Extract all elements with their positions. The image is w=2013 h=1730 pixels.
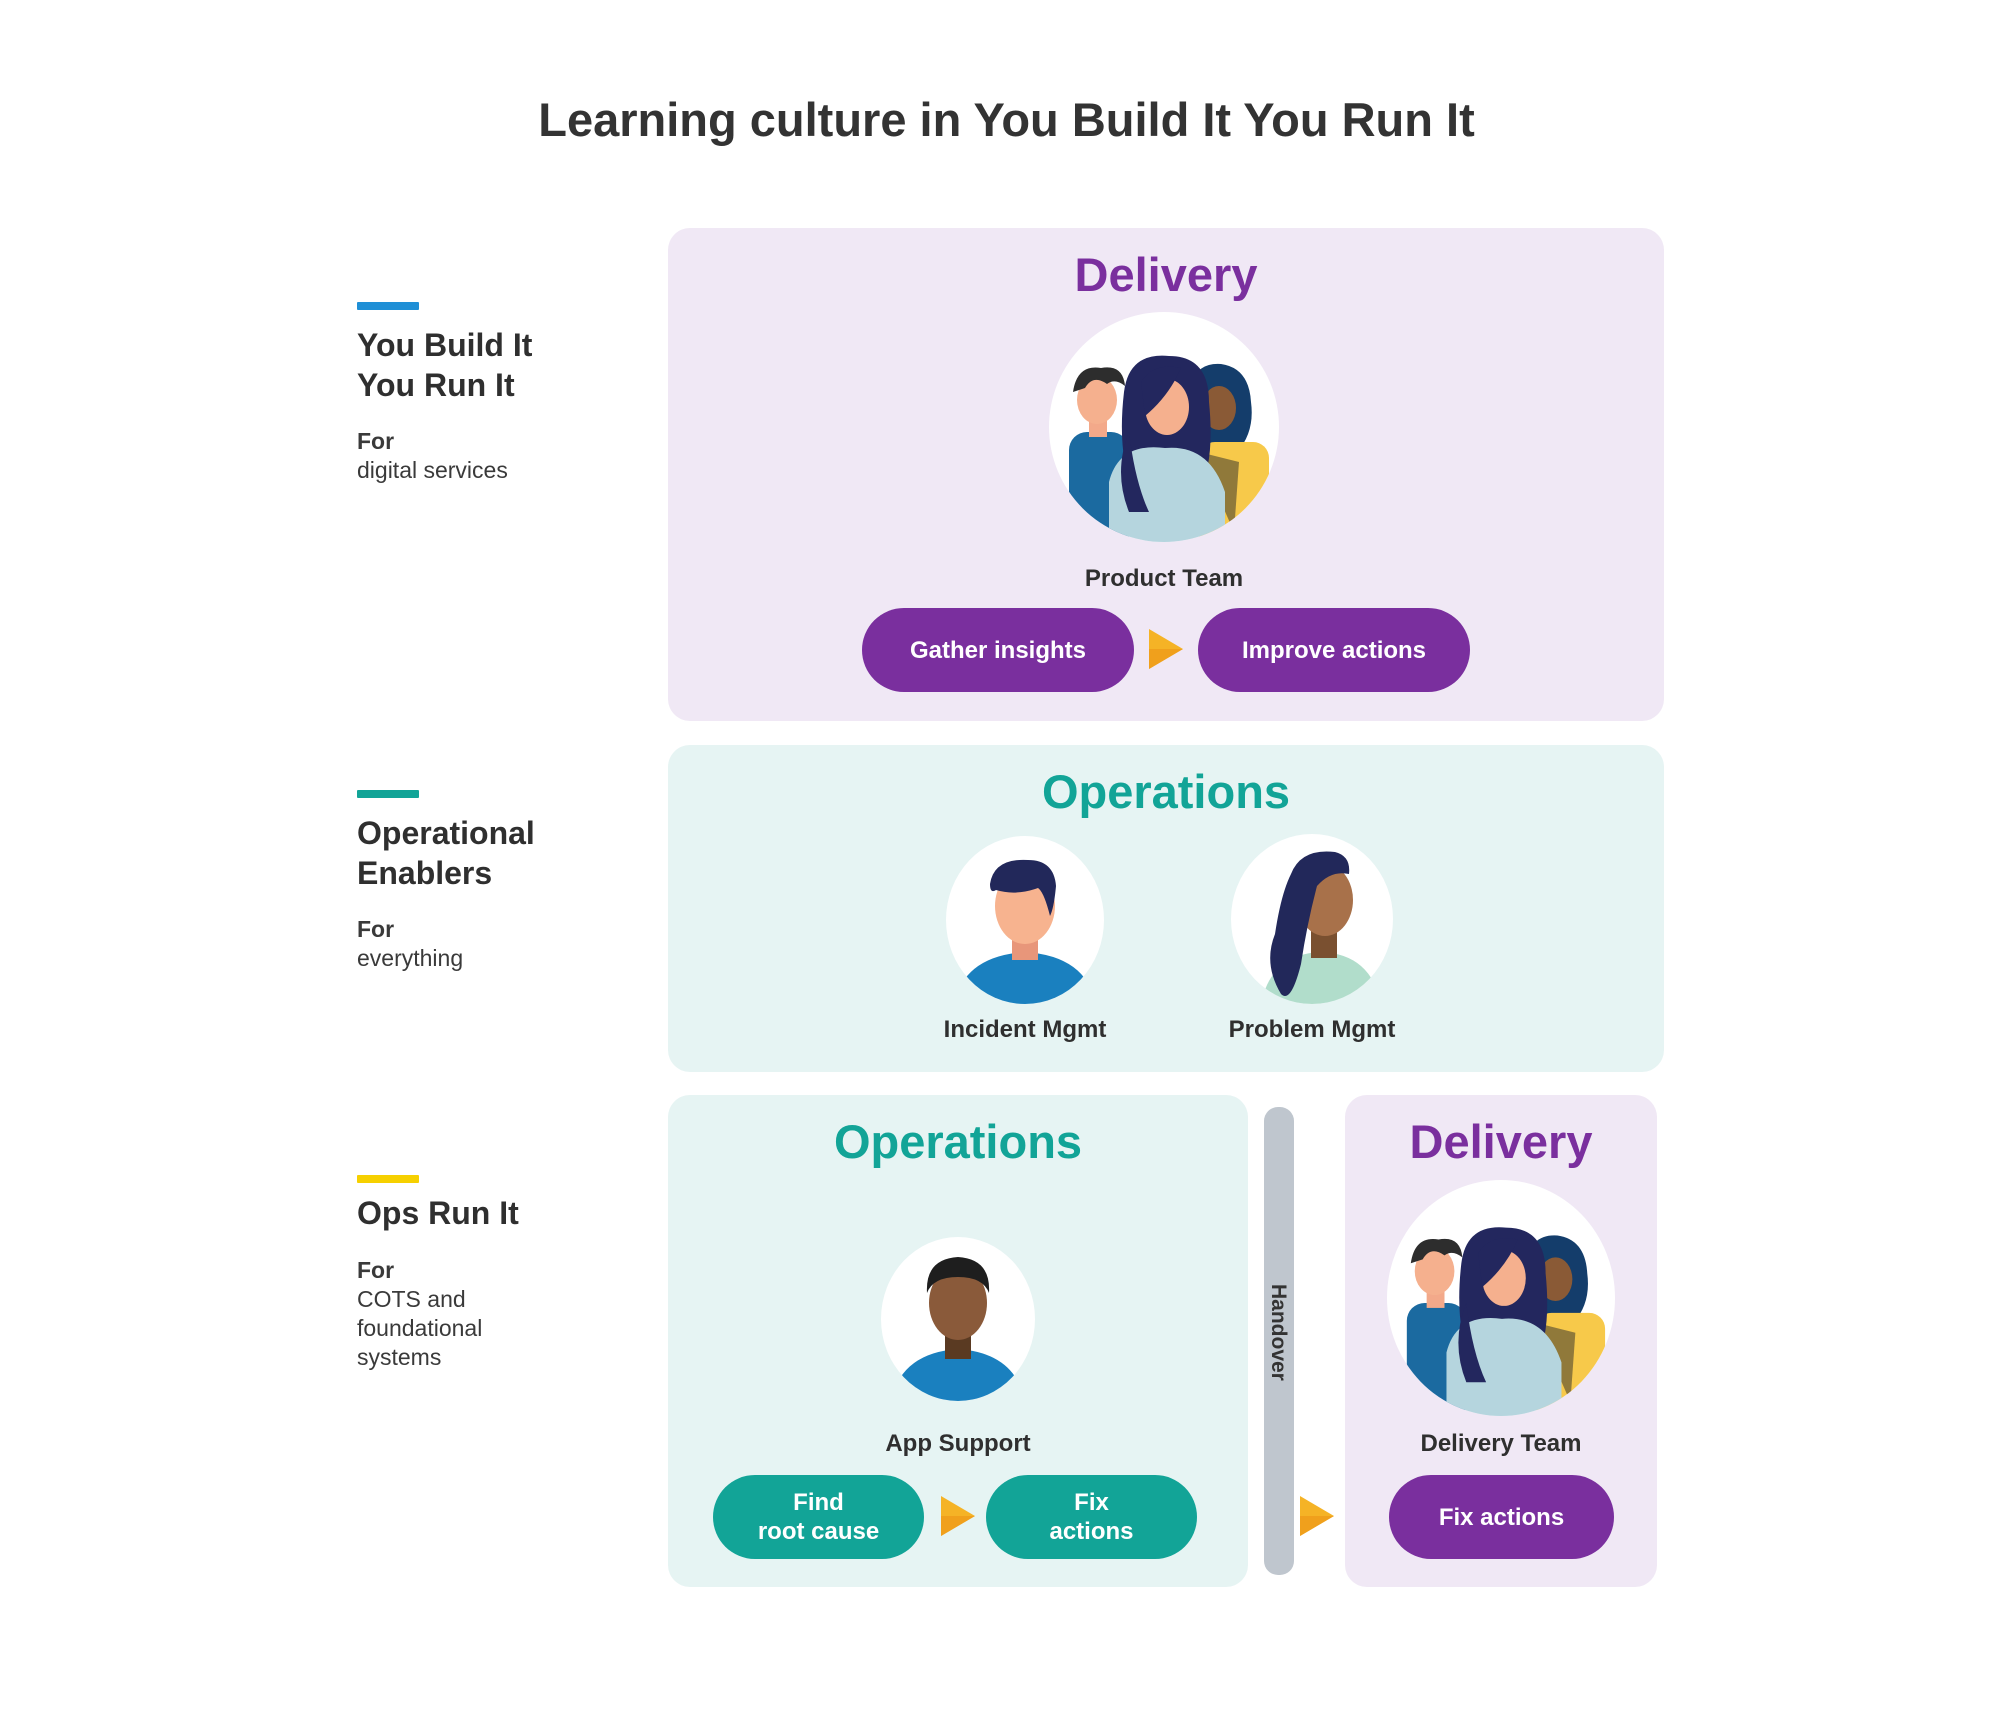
- fix-actions-ops-step[interactable]: Fix actions: [986, 1475, 1197, 1559]
- ops-run-it-operations-title: Operations: [833, 1115, 1083, 1168]
- row-accent-teal: [357, 790, 419, 798]
- gather-insights-step[interactable]: Gather insights: [862, 608, 1134, 692]
- row-heading-ybiyri: You Build It You Run It: [357, 325, 617, 405]
- row-heading-line: Operational: [357, 815, 535, 851]
- row-for-label: For: [357, 428, 395, 454]
- step-label-line: Fix: [1074, 1489, 1109, 1516]
- improve-actions-step[interactable]: Improve actions: [1198, 608, 1470, 692]
- delivery-team-group-icon: [1387, 1180, 1615, 1416]
- row-accent-yellow: [357, 1175, 419, 1183]
- problem-mgmt-person-icon: [1231, 834, 1393, 1004]
- row-heading-ops-run-it: Ops Run It: [357, 1193, 617, 1233]
- row-scope-operational-enablers: For everything: [357, 915, 597, 973]
- row-for-label: For: [357, 916, 395, 942]
- row-for-label: For: [357, 1257, 395, 1283]
- step-label-line: actions: [1049, 1518, 1134, 1545]
- step-label-line: Find: [793, 1489, 844, 1516]
- row-for-line: systems: [357, 1344, 442, 1370]
- row-scope-ybiyri: For digital services: [357, 427, 597, 485]
- product-team-caption: Product Team: [1084, 565, 1244, 592]
- flow-arrow-icon: [941, 1496, 975, 1536]
- operations-panel: [668, 745, 1664, 1072]
- row-for-line: digital services: [357, 457, 508, 483]
- row-for-line: everything: [357, 945, 464, 971]
- row-for-line: COTS and: [357, 1286, 466, 1312]
- fix-actions-delivery-step[interactable]: Fix actions: [1389, 1475, 1614, 1559]
- app-support-caption: App Support: [885, 1430, 1031, 1457]
- handover-arrow-icon: [1300, 1496, 1334, 1536]
- product-team-group-icon: [1049, 312, 1279, 542]
- row-for-line: foundational: [357, 1315, 483, 1341]
- step-label: Fix actions: [1438, 1503, 1565, 1531]
- step-label: Gather insights: [909, 636, 1087, 664]
- step-label: Improve actions: [1241, 636, 1427, 664]
- handover-bar: [1264, 1107, 1294, 1575]
- row-heading-operational-enablers: Operational Enablers: [357, 813, 617, 893]
- row-heading-line: Enablers: [357, 855, 493, 891]
- delivery-panel-title: Delivery: [1074, 248, 1258, 301]
- row-accent-blue: [357, 302, 419, 310]
- problem-mgmt-caption: Problem Mgmt: [1228, 1016, 1396, 1043]
- page-title: Learning culture in You Build It You Run…: [538, 93, 1475, 146]
- find-root-cause-step[interactable]: Find root cause: [713, 1475, 924, 1559]
- row-heading-line: Ops Run It: [357, 1195, 519, 1231]
- incident-mgmt-person-icon: [946, 836, 1104, 1004]
- delivery-team-caption: Delivery Team: [1420, 1430, 1582, 1457]
- row-heading-line: You Build It: [357, 327, 533, 363]
- row-scope-ops-run-it: For COTS and foundational systems: [357, 1256, 597, 1372]
- ops-run-it-delivery-title: Delivery: [1409, 1115, 1593, 1168]
- row-heading-line: You Run It: [357, 367, 515, 403]
- app-support-person-icon: [881, 1237, 1035, 1401]
- operations-panel-title: Operations: [1041, 765, 1291, 818]
- flow-arrow-icon: [1149, 629, 1183, 669]
- handover-label: Handover: [1267, 1284, 1290, 1381]
- step-label-line: root cause: [757, 1518, 880, 1545]
- incident-mgmt-caption: Incident Mgmt: [943, 1016, 1107, 1043]
